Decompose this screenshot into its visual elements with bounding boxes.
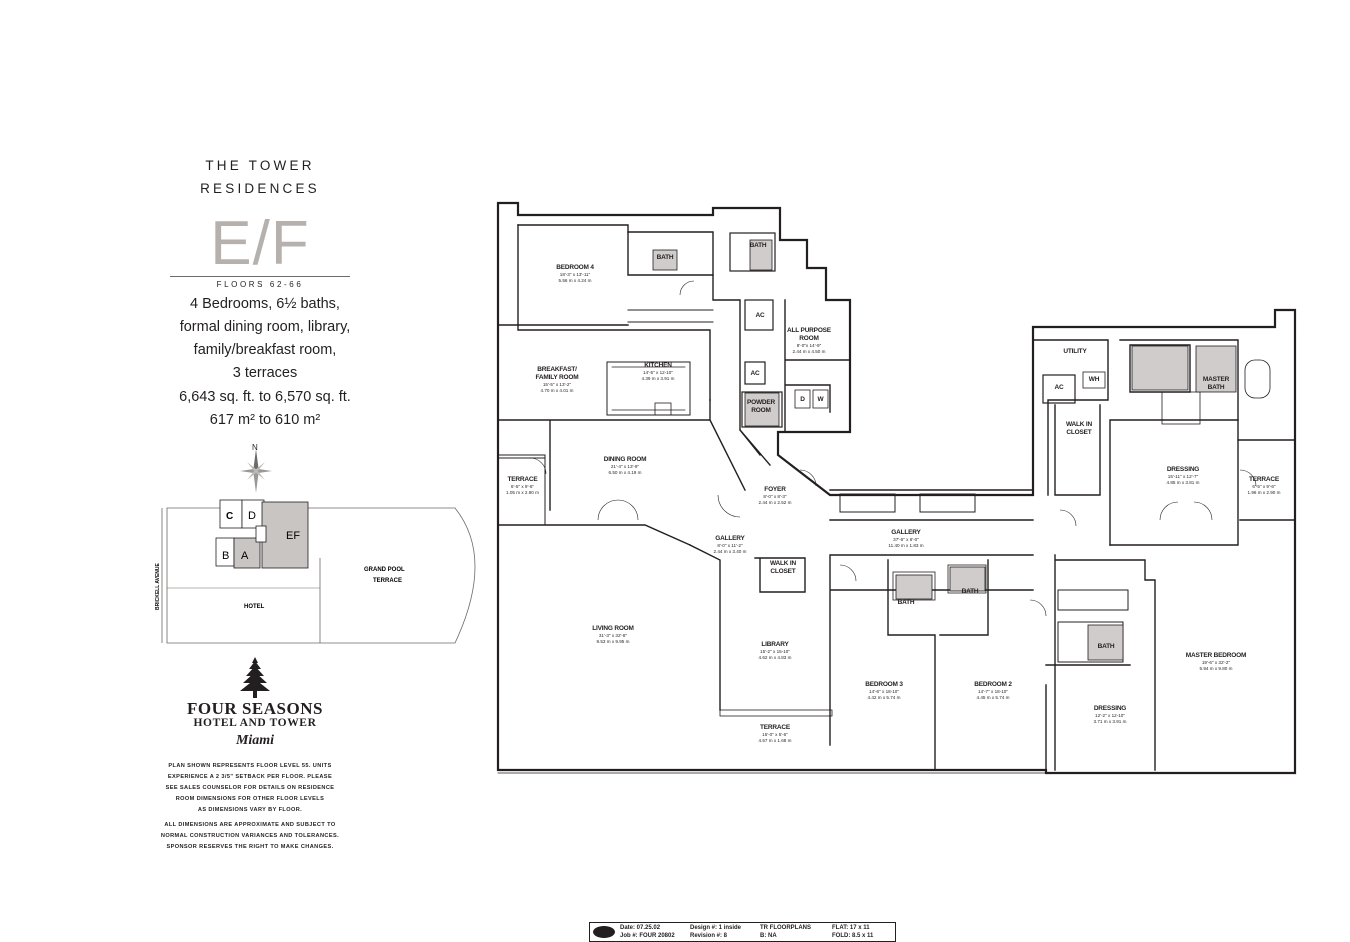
feature-family: family/breakfast room, bbox=[193, 342, 337, 358]
room-walkin-left: WALK IN CLOSET bbox=[769, 560, 797, 575]
building-c-label: C bbox=[226, 511, 233, 522]
room-dressing-bottom: DRESSING 12'-2" x 12-10" 3.71 m x 3.91 m bbox=[1093, 705, 1127, 724]
room-kitchen: KITCHEN 14'-5" x 12-10" 4.39 m x 3.91 m bbox=[641, 362, 675, 381]
heading-residences: RESIDENCES bbox=[200, 181, 320, 196]
ac-label: AC bbox=[750, 370, 760, 377]
feature-bedrooms: 4 Bedrooms, 6½ baths, bbox=[190, 296, 340, 312]
north-label: N bbox=[252, 443, 258, 452]
note-line: NORMAL CONSTRUCTION VARIANCES AND TOLERA… bbox=[160, 833, 340, 839]
tb-job: Job #: FOUR 20802 bbox=[620, 933, 675, 939]
room-gallery-small: GALLERY 8'-0" x 11'-2" 2.44 m x 3.40 m bbox=[713, 535, 747, 554]
tb-tr: TR FLOORPLANS bbox=[760, 925, 811, 931]
room-dressing-top: DRESSING 15'-11" x 12'-7" 4.85 m x 3.81 … bbox=[1166, 466, 1200, 485]
note-line: ROOM DIMENSIONS FOR OTHER FLOOR LEVELS bbox=[175, 796, 325, 802]
logo-miami: Miami bbox=[235, 733, 275, 748]
tb-revision: Revision #: 8 bbox=[690, 933, 728, 939]
note-line: SEE SALES COUNSELOR FOR DETAILS ON RESID… bbox=[165, 785, 335, 791]
logo-four-seasons: FOUR SEASONS bbox=[187, 699, 323, 718]
room-bedroom-4: BEDROOM 4 18'-3" x 13'-11" 5.56 m x 4.24… bbox=[556, 264, 594, 283]
note-line: AS DIMENSIONS VARY BY FLOOR. bbox=[197, 807, 303, 813]
room-dining: DINING ROOM 21'-4" x 13'-9" 6.50 m x 4.1… bbox=[603, 456, 647, 475]
building-b-label: B bbox=[222, 550, 229, 562]
dryer-label: D bbox=[800, 396, 805, 403]
room-powder: POWDER ROOM bbox=[746, 399, 776, 414]
tb-date: Date: 07.25.02 bbox=[620, 925, 661, 931]
feature-terraces: 3 terraces bbox=[232, 365, 298, 381]
unit-title: E/F bbox=[210, 209, 310, 278]
room-living: LIVING ROOM 31'-3" x 32'-8" 9.53 m x 9.9… bbox=[592, 625, 634, 644]
key-plan: N C D B A EF HOTEL GRAND POOL TERRACE BR… bbox=[155, 443, 476, 644]
floors-label: FLOORS 62-66 bbox=[170, 276, 350, 289]
room-terrace-right: TERRACE 6'-5" x 9'-6" 1.96 m x 2.90 m bbox=[1247, 476, 1281, 495]
ac-label: AC bbox=[755, 312, 765, 319]
room-bedroom-3: BEDROOM 3 14'-6" x 18-10" 4.42 m x 5.74 … bbox=[865, 681, 903, 700]
tree-logo-icon bbox=[240, 657, 270, 698]
title-block: Date: 07.25.02 Job #: FOUR 20802 Design … bbox=[589, 922, 896, 942]
feature-sqft: 6,643 sq. ft. to 6,570 sq. ft. bbox=[179, 389, 351, 405]
tb-design: Design #: 1 inside bbox=[690, 925, 742, 931]
room-library: LIBRARY 15'-2" x 15-10" 4.62 m x 4.83 m bbox=[758, 641, 792, 660]
bath-label: BATH bbox=[961, 588, 979, 595]
agency-logo-icon bbox=[593, 926, 615, 938]
washer-label: W bbox=[817, 396, 824, 403]
note-line: PLAN SHOWN REPRESENTS FLOOR LEVEL 55. UN… bbox=[168, 763, 332, 769]
note-line: ALL DIMENSIONS ARE APPROXIMATE AND SUBJE… bbox=[164, 822, 336, 828]
room-gallery-big: GALLERY 37'-6" x 6'-0" 11.40 m x 1.83 m bbox=[888, 529, 924, 548]
hotel-label: HOTEL bbox=[244, 604, 265, 610]
pool-label-1: GRAND POOL bbox=[364, 567, 405, 573]
tb-b: B: NA bbox=[760, 933, 777, 939]
room-master-bedroom: MASTER BEDROOM 19'-6" x 32'-2" 5.94 m x … bbox=[1185, 652, 1247, 671]
building-d-label: D bbox=[248, 510, 256, 522]
room-foyer: FOYER 8'-0" x 8'-3" 2.44 m x 2.52 m bbox=[758, 486, 792, 505]
bath-label: BATH bbox=[749, 242, 767, 249]
room-utility: UTILITY bbox=[1063, 348, 1087, 355]
building-a-label: A bbox=[241, 550, 249, 562]
room-all-purpose: ALL PURPOSE ROOM 8'-0"x 14'-9" 2.44 m x … bbox=[787, 327, 831, 354]
heading-tower: THE TOWER bbox=[205, 158, 315, 173]
feature-rooms: formal dining room, library, bbox=[179, 319, 351, 335]
note-line: EXPERIENCE A 2 3/5" SETBACK PER FLOOR. P… bbox=[167, 774, 333, 780]
room-terrace-mid: TERRACE 15'-0" x 5'-6" 4.57 m x 1.68 m bbox=[758, 724, 792, 743]
compass-icon bbox=[240, 449, 272, 493]
building-ef-label: EF bbox=[286, 530, 300, 542]
tb-fold: FOLD: 8.5 x 11 bbox=[832, 933, 874, 939]
street-label: BRICKELL AVENUE bbox=[155, 562, 161, 610]
bath-label: BATH bbox=[897, 599, 915, 606]
logo-hotel-tower: HOTEL AND TOWER bbox=[193, 717, 317, 729]
feature-sqm: 617 m² to 610 m² bbox=[209, 412, 321, 428]
room-walkin-right: WALK IN CLOSET bbox=[1065, 421, 1093, 436]
room-terrace-left: TERRACE 6'-5" x 9'-6" 1.05 m x 2.90 m bbox=[506, 476, 539, 495]
note-line: SPONSOR RESERVES THE RIGHT TO MAKE CHANG… bbox=[166, 844, 334, 850]
water-heater-label: WH bbox=[1088, 376, 1100, 383]
room-bedroom-2: BEDROOM 2 14'-7" x 18-10" 4.45 m x 5.74 … bbox=[974, 681, 1012, 700]
ac-label: AC bbox=[1054, 384, 1064, 391]
bath-label: BATH bbox=[656, 254, 674, 261]
pool-label-2: TERRACE bbox=[373, 578, 402, 584]
bath-label: BATH bbox=[1097, 643, 1115, 650]
tb-flat: FLAT: 17 x 11 bbox=[832, 925, 870, 931]
room-master-bath: MASTER BATH bbox=[1202, 376, 1230, 391]
room-breakfast: BREAKFAST/ FAMILY ROOM 15'-5" x 13'-2" 4… bbox=[535, 366, 579, 393]
